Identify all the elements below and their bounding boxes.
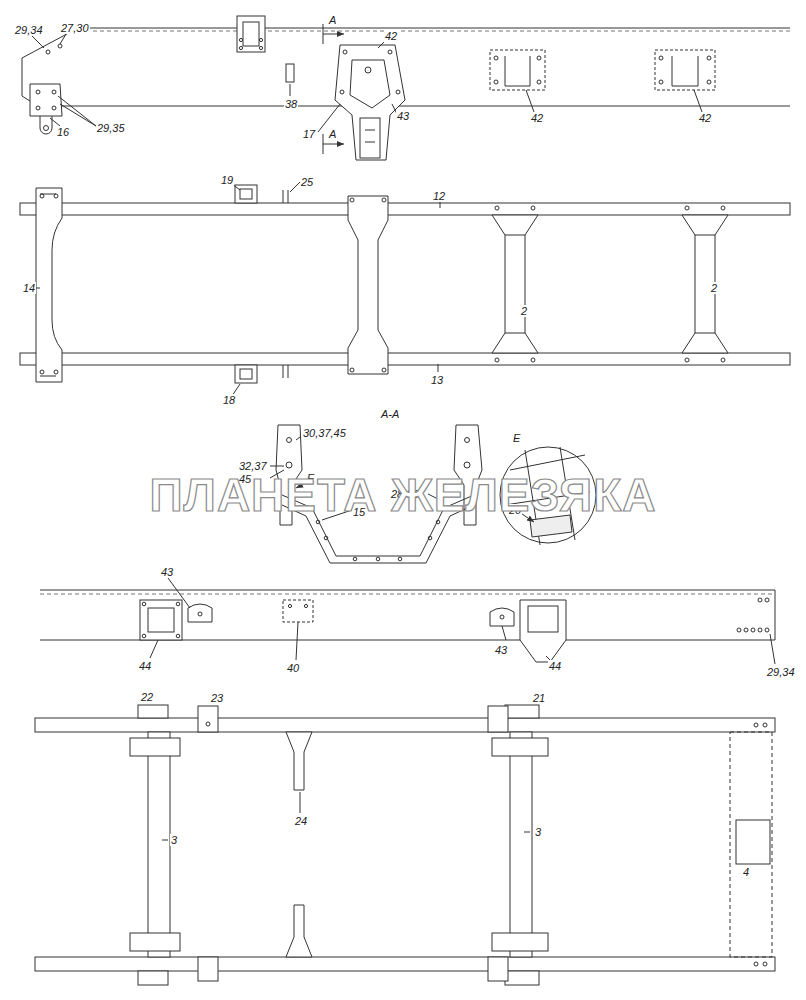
section-mark: A	[328, 14, 337, 26]
callout-number: 42	[698, 112, 712, 124]
callout-number: 4	[742, 866, 750, 878]
callout-number: 3	[534, 826, 542, 838]
detail-mark: E	[512, 432, 521, 444]
section-title: A-A	[380, 408, 400, 420]
callout-number: 29,34	[766, 666, 796, 678]
callout-number: 38	[284, 98, 298, 110]
callout-number: 19	[220, 174, 234, 186]
callout-number: 17	[302, 128, 316, 140]
callout-number: 29,35	[96, 122, 126, 134]
callout-number: 18	[222, 394, 236, 406]
callout-number: 2	[520, 305, 528, 317]
callout-number: 25	[300, 176, 314, 188]
callout-number: 29,34	[14, 24, 44, 36]
callout-number: 2	[710, 282, 718, 294]
callout-number: 42	[530, 112, 544, 124]
callout-number: 24	[294, 815, 308, 827]
callout-number: 43	[494, 644, 508, 656]
callout-number: 16	[56, 126, 70, 138]
callout-number: 12	[432, 190, 446, 202]
callout-number: 43	[160, 566, 174, 578]
callout-number: 27,30	[60, 22, 90, 34]
callout-number: 40	[286, 662, 300, 674]
callout-number: 14	[22, 282, 36, 294]
callout-number: 42	[384, 30, 398, 42]
callout-number: 13	[430, 374, 444, 386]
callout-number: 21	[532, 692, 546, 704]
callout-number: 3	[170, 834, 178, 846]
section-mark: A	[328, 128, 337, 140]
callout-number: 22	[140, 691, 154, 703]
callout-number: 30,37,45	[302, 427, 347, 439]
callout-number: 23	[210, 692, 224, 704]
callout-number: 44	[138, 660, 152, 672]
callout-number: 44	[548, 660, 562, 672]
watermark: ПЛАНЕТА ЖЕЛЕЗЯКА	[150, 470, 657, 520]
callout-number: 43	[396, 110, 410, 122]
